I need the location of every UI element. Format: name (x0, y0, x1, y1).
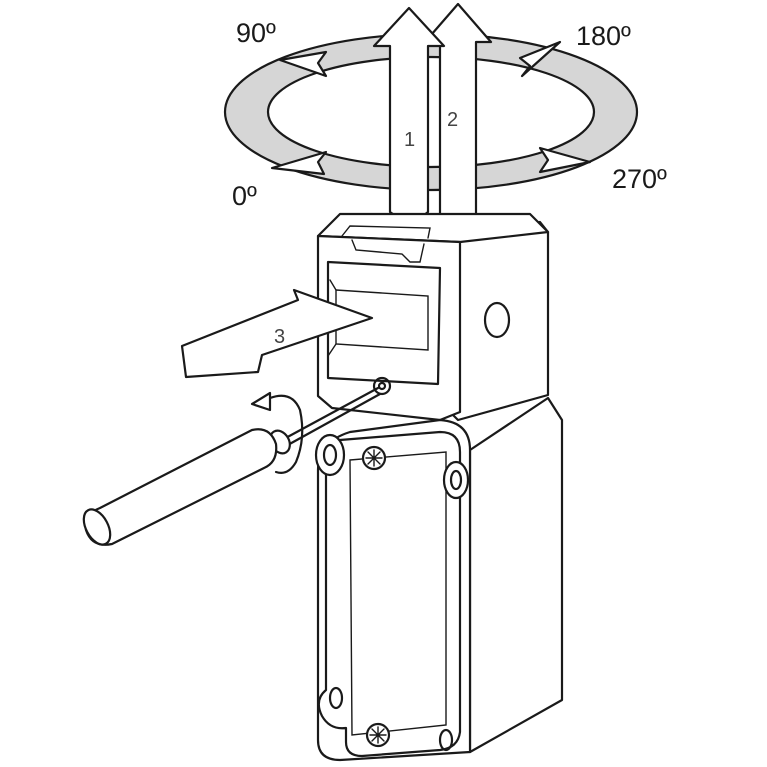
ring-arrowhead-270-icon (538, 146, 592, 174)
ring-arrowhead-180-icon (518, 40, 562, 78)
screwdriver (82, 386, 382, 546)
switch-body (314, 396, 564, 762)
switch-head (316, 212, 550, 422)
step-label-2: 2 (447, 109, 458, 131)
lift-arrow-1 (372, 6, 446, 228)
step-label-1: 1 (404, 129, 415, 151)
turn-direction-arrow-icon (250, 391, 304, 474)
cover-screw-top-icon (361, 445, 387, 471)
ring-arrowhead-0-icon (270, 150, 328, 176)
label-180-degrees: 180º (576, 21, 631, 51)
adjustment-screw-hole (372, 376, 392, 396)
step-label-3: 3 (274, 326, 285, 348)
label-90-degrees: 90º (236, 18, 276, 48)
side-screw-hole (483, 301, 511, 339)
cover-screw-bottom-icon (365, 722, 391, 748)
ring-arrowhead-90-icon (278, 50, 328, 78)
label-270-degrees: 270º (612, 164, 667, 194)
rotation-ring (223, 32, 639, 192)
insert-arrow-3 (180, 288, 374, 379)
label-0-degrees: 0º (232, 181, 257, 211)
